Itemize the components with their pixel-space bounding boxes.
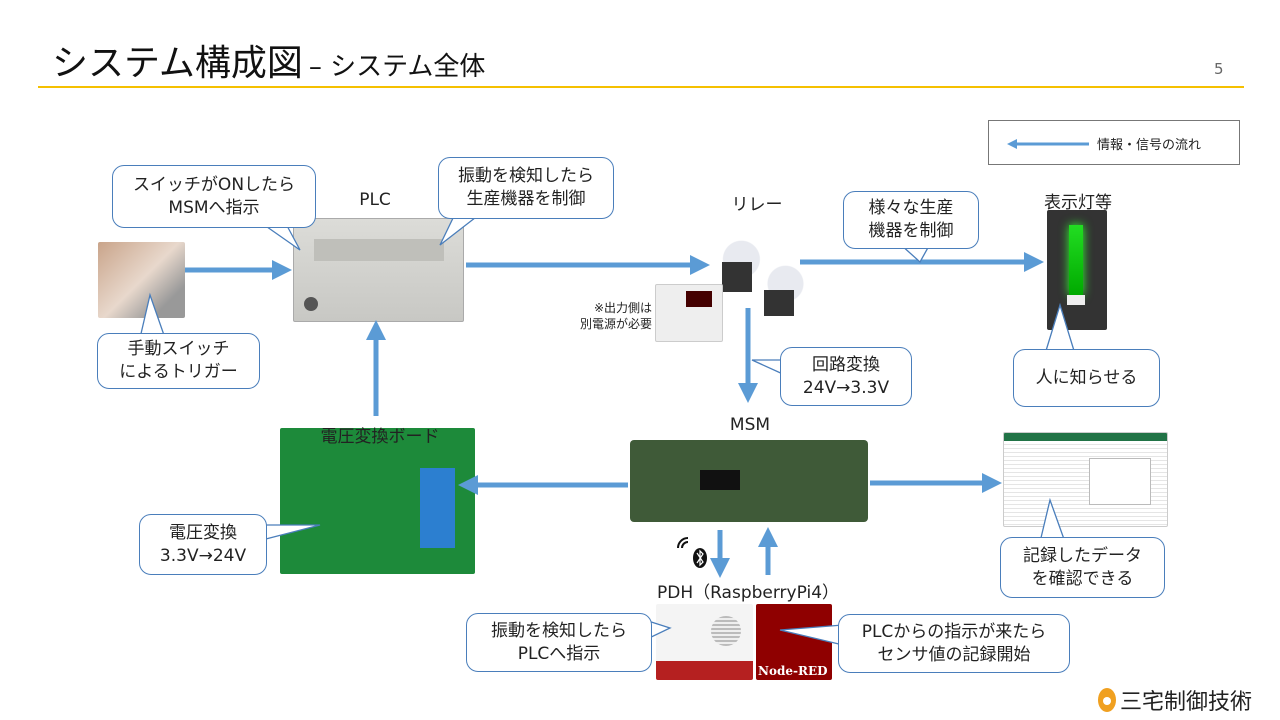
callout-data-check: 記録したデータ を確認できる xyxy=(1000,537,1165,598)
callout-notify: 人に知らせる xyxy=(1013,349,1160,407)
power-note: ※出力側は 別電源が必要 xyxy=(579,301,652,331)
callout-tails xyxy=(139,213,1076,646)
hand-switch-photo xyxy=(98,242,185,318)
relay-photo xyxy=(712,220,810,318)
callout-voltage-conversion: 電圧変換 3.3V→24V xyxy=(139,514,267,575)
node-red-logo: Node-RED xyxy=(756,604,832,680)
page-number: 5 xyxy=(1214,60,1224,78)
excel-screenshot xyxy=(1003,432,1168,527)
msm-label: MSM xyxy=(729,415,771,435)
page-title: システム構成図– システム全体 xyxy=(52,34,485,86)
callout-manual-switch: 手動スイッチ によるトリガー xyxy=(97,333,260,389)
callout-pdh-vibration: 振動を検知したら PLCへ指示 xyxy=(466,613,652,672)
wireless-bluetooth-icon xyxy=(677,537,707,568)
relay-label: リレー xyxy=(731,195,783,215)
logo-mark-icon xyxy=(1098,688,1116,712)
node-red-text: Node-RED xyxy=(758,664,828,678)
legend-label: 情報・信号の流れ xyxy=(1097,138,1202,153)
plc-label: PLC xyxy=(359,190,391,210)
callout-plc-control: 振動を検知したら 生産機器を制御 xyxy=(438,157,614,219)
callout-plc-instruction: PLCからの指示が来たら センサ値の記録開始 xyxy=(838,614,1070,673)
indicator-label: 表示灯等 xyxy=(1044,193,1112,213)
pdh-device-photo xyxy=(656,604,753,680)
msm-board-photo xyxy=(630,440,868,522)
power-supply-photo xyxy=(655,284,723,342)
callout-circuit-conversion: 回路変換 24V→3.3V xyxy=(780,347,912,406)
voltage-board-label: 電圧変換ボード xyxy=(320,427,440,447)
callout-switch-on: スイッチがONしたら MSMへ指示 xyxy=(112,165,316,228)
callout-various-machines: 様々な生産 機器を制御 xyxy=(843,191,979,249)
company-logo: 三宅制御技術 xyxy=(1098,684,1252,716)
legend-arrow-icon xyxy=(1007,139,1089,149)
title-main: システム構成図 xyxy=(52,43,303,84)
legend: 情報・信号の流れ xyxy=(988,120,1240,165)
tower-light-photo xyxy=(1047,210,1107,330)
logo-text: 三宅制御技術 xyxy=(1120,690,1253,715)
voltage-board-photo xyxy=(280,428,475,574)
title-underline xyxy=(38,86,1244,88)
title-sub: – システム全体 xyxy=(308,52,486,82)
pdh-label: PDH（RaspberryPi4） xyxy=(656,583,840,603)
